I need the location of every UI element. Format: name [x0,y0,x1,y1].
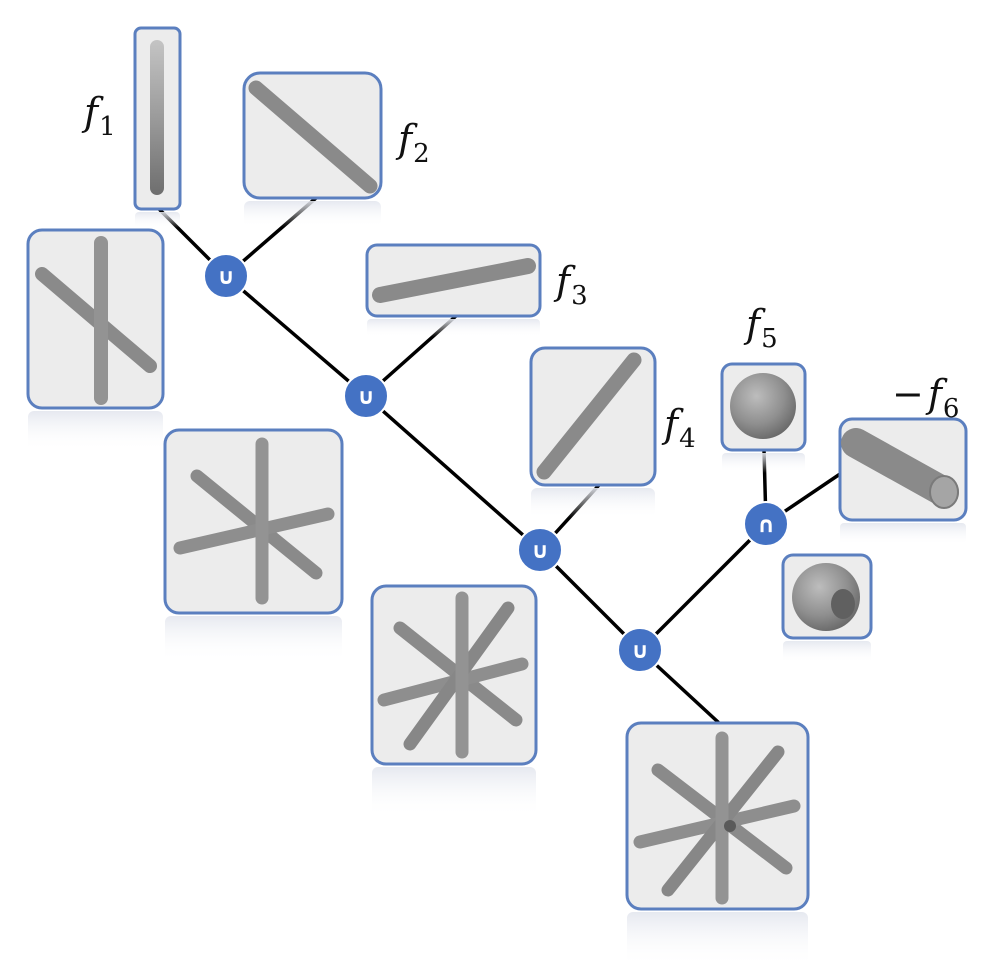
shape-box-f3 [365,243,542,318]
union-symbol: ∪ [531,539,549,564]
label-f2: f2 [398,117,430,169]
rod-diagonal [248,80,378,194]
union-symbol: ∪ [217,265,235,290]
union-symbol: ∪ [631,639,649,664]
shape-box-f4 [529,346,657,487]
label-f5: f5 [746,302,778,354]
operator-node-union-2[interactable]: ∪ [343,373,389,419]
operator-node-union-3[interactable]: ∪ [517,527,563,573]
operator-node-union-1[interactable]: ∪ [203,253,249,299]
edge-u3-u4 [538,548,642,652]
operator-node-union-4[interactable]: ∪ [617,627,663,673]
center-hole [724,820,736,832]
rod-vertical [150,40,164,195]
label-f6: −f6 [892,372,960,424]
shape-box-union-3-result [370,584,538,766]
shape-box-f5 [720,362,807,452]
shape-box-intersection-result [781,553,873,640]
shape-box-f1 [133,26,182,211]
box-reflections [28,201,966,967]
shape-box-union-2-result [163,428,344,615]
shape-box-union-1-result [26,228,165,410]
shape-box-final-result [625,721,810,911]
label-f3: f3 [556,259,588,311]
shape-box-f6 [838,417,968,522]
edge-u4-i1 [638,522,768,652]
edge-u2-u3 [364,394,542,552]
sphere [730,373,796,439]
shape-box-f2 [242,71,383,200]
label-f1: f1 [84,90,116,142]
sphere-hole [831,589,855,619]
edge-u1-u2 [224,274,368,398]
operator-node-intersection[interactable]: ∩ [743,501,789,547]
rod-thick [841,428,959,507]
rod-diagonal [536,352,642,480]
union-symbol: ∪ [357,385,375,410]
intersection-symbol: ∩ [757,513,775,538]
label-f4: f4 [664,402,696,454]
rod-slanted [372,258,536,303]
rod-cap [929,475,959,509]
